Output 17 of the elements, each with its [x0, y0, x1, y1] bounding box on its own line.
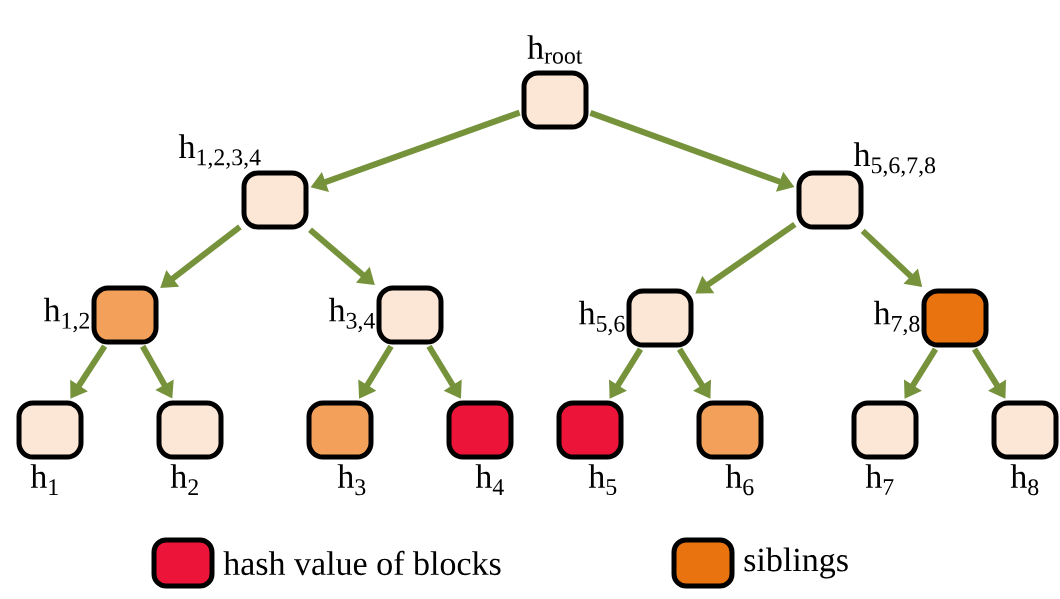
hash-label: h$_{7,8}$ [873, 300, 920, 336]
hash-label: h$_{1,2}$ [43, 297, 89, 333]
hash-label: h$_{7}$ [865, 464, 894, 495]
hash-label: h$_{1,2,3,4}$ [178, 134, 261, 169]
hash-label: h$_{1}$ [30, 464, 58, 495]
hash-label: h$_{root}$ [527, 35, 583, 64]
hash-label: h$_{5}$ [588, 464, 617, 496]
hash-label: h$_{4}$ [475, 464, 504, 495]
hash-label: h$_{2}$ [170, 464, 198, 495]
hash-label: h$_{5,6}$ [578, 300, 625, 336]
hash-label: h$_{5,6,7,8}$ [853, 142, 936, 177]
legend-label: siblings [744, 547, 848, 579]
hash-label: h$_{6}$ [725, 464, 754, 496]
hash-label: h$_{8}$ [1010, 464, 1039, 496]
hash-label: h$_{3}$ [337, 464, 366, 496]
legend-label: hash value of blocks [223, 550, 501, 576]
hash-label: h$_{3,4}$ [328, 297, 375, 333]
